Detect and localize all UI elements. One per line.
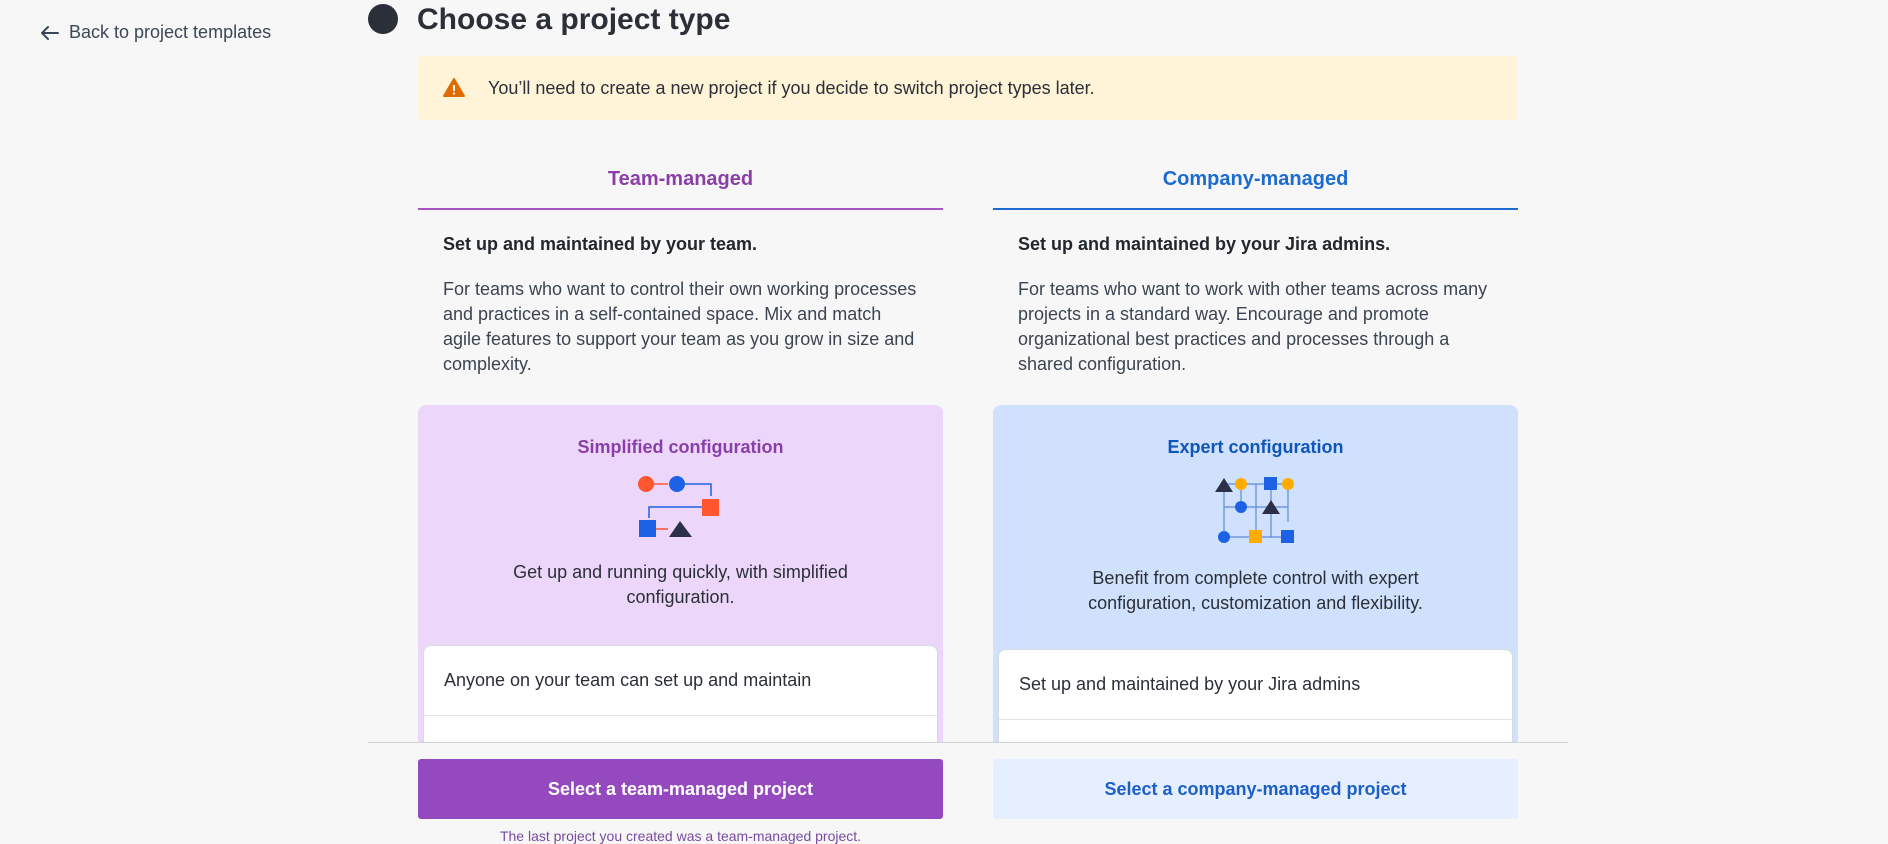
- warning-banner: You’ll need to create a new project if y…: [418, 56, 1518, 120]
- team-description: For teams who want to control their own …: [443, 279, 917, 374]
- expert-config-card: Expert configuration Benefit from com: [993, 405, 1518, 750]
- company-feature-list: Set up and maintained by your Jira admin…: [998, 649, 1513, 750]
- tab-team-managed[interactable]: Team-managed: [418, 150, 943, 210]
- arrow-left-icon: [41, 25, 59, 40]
- company-description: For teams who want to work with other te…: [1018, 279, 1488, 374]
- team-managed-column: Team-managed Set up and maintained by yo…: [418, 150, 943, 750]
- team-subtitle: Set up and maintained by your team.: [443, 234, 758, 254]
- select-team-managed-button[interactable]: Select a team-managed project: [418, 759, 943, 819]
- simplified-config-card: Simplified configuration Get up and runn…: [418, 405, 943, 750]
- simplified-config-illustration: [637, 476, 719, 537]
- warning-triangle-icon: [442, 76, 466, 100]
- company-subtitle: Set up and maintained by your Jira admin…: [1018, 234, 1391, 254]
- team-feature-list: Anyone on your team can set up and maint…: [423, 645, 938, 750]
- footer-bar: [0, 743, 1888, 838]
- step-indicator: [368, 4, 398, 34]
- company-managed-column: Company-managed Set up and maintained by…: [993, 150, 1518, 750]
- page-title: Choose a project type: [417, 3, 731, 36]
- simplified-config-title: Simplified configuration: [577, 437, 784, 457]
- list-item: Anyone on your team can set up and maint…: [424, 646, 937, 716]
- footer-divider: [368, 742, 1568, 743]
- back-link-label: Back to project templates: [69, 22, 272, 42]
- warning-text: You’ll need to create a new project if y…: [488, 77, 1095, 98]
- expert-config-title: Expert configuration: [1167, 437, 1344, 457]
- last-project-note: The last project you created was a team-…: [499, 828, 862, 844]
- tab-company-managed[interactable]: Company-managed: [993, 150, 1518, 210]
- select-company-managed-button[interactable]: Select a company-managed project: [993, 759, 1518, 819]
- simplified-config-description: Get up and running quickly, with simplif…: [513, 562, 848, 607]
- expert-config-description: Benefit from complete control with exper…: [1088, 568, 1423, 613]
- expert-config-illustration: [1214, 477, 1294, 543]
- back-to-templates-link[interactable]: Back to project templates: [41, 22, 271, 43]
- list-item: Set up and maintained by your Jira admin…: [999, 650, 1512, 720]
